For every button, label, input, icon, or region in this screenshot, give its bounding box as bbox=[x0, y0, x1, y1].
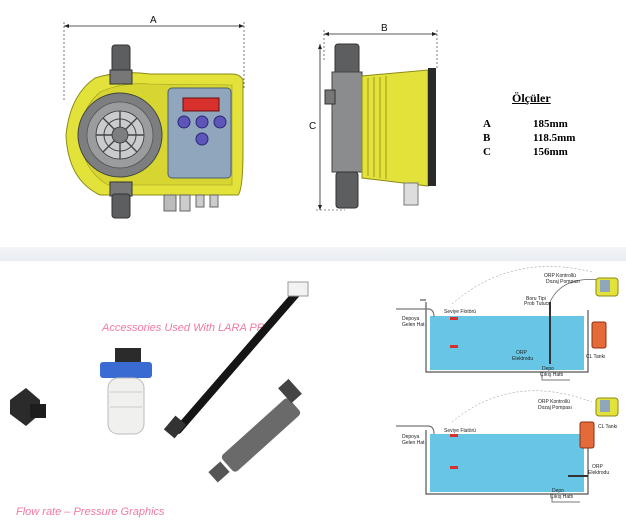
pump-label-bottom-1: ORP Kontrollü bbox=[538, 399, 570, 405]
dimensions-title: Ölçüler bbox=[512, 91, 551, 105]
flow-rate-caption: Flow rate – Pressure Graphics bbox=[16, 506, 165, 518]
pump-label-bottom-2: Dozaj Pompası bbox=[538, 405, 572, 411]
accessories-illustration bbox=[10, 281, 309, 483]
pump-dimension-drawings: A bbox=[63, 15, 438, 219]
tank-label-bottom: CL Tankı bbox=[598, 424, 617, 430]
inlet-label-top-2: Gelen Hat bbox=[402, 322, 425, 328]
pump-label-top-1: ORP Kontrollü bbox=[544, 273, 576, 279]
dimension-row: A 185mm bbox=[483, 117, 613, 131]
outlet-label-top-2: Çıkış Hattı bbox=[540, 372, 563, 378]
dimension-key: C bbox=[483, 146, 491, 158]
outlet-label-bottom-1: Depo bbox=[552, 488, 564, 494]
outlet-label-bottom-2: Çıkış Hattı bbox=[550, 494, 573, 500]
dimension-key: A bbox=[483, 118, 491, 130]
connector-part bbox=[10, 388, 46, 426]
dimension-key: B bbox=[483, 132, 491, 144]
installation-diagram-top: Seviye Flotörü Depoya Gelen Hat Boru Tip… bbox=[396, 266, 619, 381]
suction-lance-part bbox=[163, 281, 309, 439]
probe-holder-part bbox=[208, 378, 302, 483]
orp-label-top-1: ORP bbox=[516, 350, 528, 356]
pump-side-view bbox=[324, 43, 436, 209]
tank-water bbox=[430, 316, 584, 370]
dimension-c-label: C bbox=[309, 121, 316, 132]
section-divider bbox=[0, 247, 626, 261]
orp-label-top-2: Elektrodu bbox=[512, 356, 533, 362]
dimension-row: B 118.5mm bbox=[483, 131, 613, 145]
dimension-value: 156mm bbox=[533, 146, 568, 158]
installation-diagram-bottom: Seviye Flatörü Depoya Gelen Hat ORP Kont… bbox=[396, 390, 619, 503]
dimension-b-marker: B bbox=[323, 23, 438, 70]
outlet-label-top-1: Depo bbox=[542, 366, 554, 372]
dimensions-table: A 185mm B 118.5mm C 156mm bbox=[483, 117, 613, 159]
dimension-c-marker: C bbox=[309, 44, 345, 211]
orp-label-bottom-1: ORP bbox=[592, 464, 604, 470]
filter-part bbox=[100, 348, 152, 435]
tank-label-top: CL Tankı bbox=[586, 354, 605, 360]
dimension-a-marker: A bbox=[63, 15, 245, 100]
accessories-caption: Accessories Used With LARA PR bbox=[102, 322, 265, 334]
inlet-label-top-1: Depoya bbox=[402, 316, 419, 322]
level-label-bottom: Seviye Flatörü bbox=[444, 428, 476, 434]
dimension-value: 118.5mm bbox=[533, 132, 576, 144]
tank-water bbox=[430, 434, 584, 492]
dimension-value: 185mm bbox=[533, 118, 568, 130]
probe-label-top-2: Prob Tutucu bbox=[524, 301, 551, 307]
level-label-top: Seviye Flotörü bbox=[444, 309, 476, 315]
orp-label-bottom-2: Elektrodu bbox=[588, 470, 609, 476]
inlet-label-bottom-1: Depoya bbox=[402, 434, 419, 440]
probe-label-top-1: Boru Tipi bbox=[526, 296, 546, 302]
dimension-row: C 156mm bbox=[483, 145, 613, 159]
pump-front-view bbox=[65, 44, 244, 219]
pump-label-top-2: Dozaj Pompası bbox=[546, 279, 580, 285]
dimension-b-label: B bbox=[381, 23, 388, 34]
installation-diagrams: Seviye Flotörü Depoya Gelen Hat Boru Tip… bbox=[396, 266, 619, 503]
dimension-a-label: A bbox=[150, 15, 157, 26]
inlet-label-bottom-2: Gelen Hat bbox=[402, 440, 425, 446]
